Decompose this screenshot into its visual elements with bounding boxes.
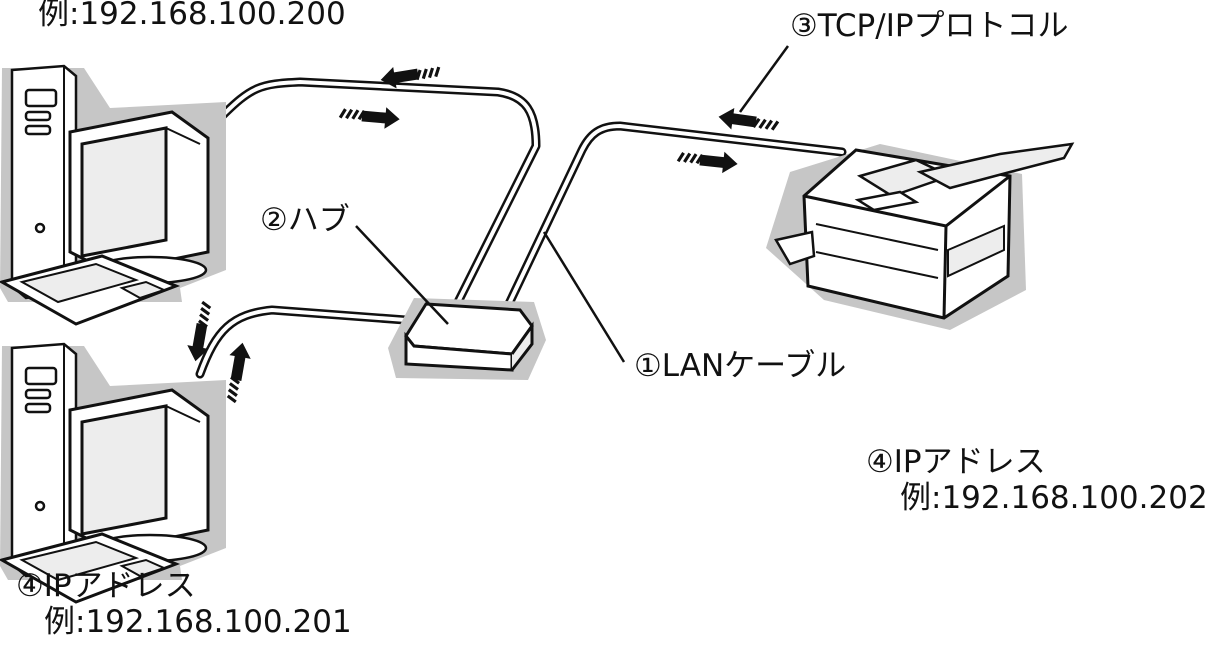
hub-leader-line (355, 225, 449, 325)
protocol-label: ③TCP/IPプロトコル (790, 8, 1069, 44)
hub-icon (388, 298, 546, 380)
data-flow-arrow-icon (675, 145, 741, 177)
data-flow-arrow-icon (220, 339, 255, 405)
protocol-leader-line (738, 45, 790, 113)
hub-label: ②ハブ (260, 202, 350, 238)
data-flow-arrow-icon (715, 104, 781, 138)
pc-bottom-ip-title-label: ④IPアドレス (16, 568, 196, 604)
pc-bottom-ip-label: 例:192.168.100.201 (44, 604, 352, 640)
lan-cable-label: ①LANケーブル (634, 348, 847, 384)
printer-ip-title-label: ④IPアドレス (866, 444, 1046, 480)
lan-cable (195, 77, 847, 379)
computer-icon (0, 64, 228, 326)
computer-icon (0, 342, 228, 604)
printer-ip-label: 例:192.168.100.202 (900, 480, 1208, 516)
pc-top-ip-label: 例:192.168.100.200 (38, 0, 346, 32)
data-flow-arrow-icon (337, 101, 403, 132)
printer-icon (766, 142, 1075, 330)
lan-cable-leader-line (542, 231, 626, 363)
